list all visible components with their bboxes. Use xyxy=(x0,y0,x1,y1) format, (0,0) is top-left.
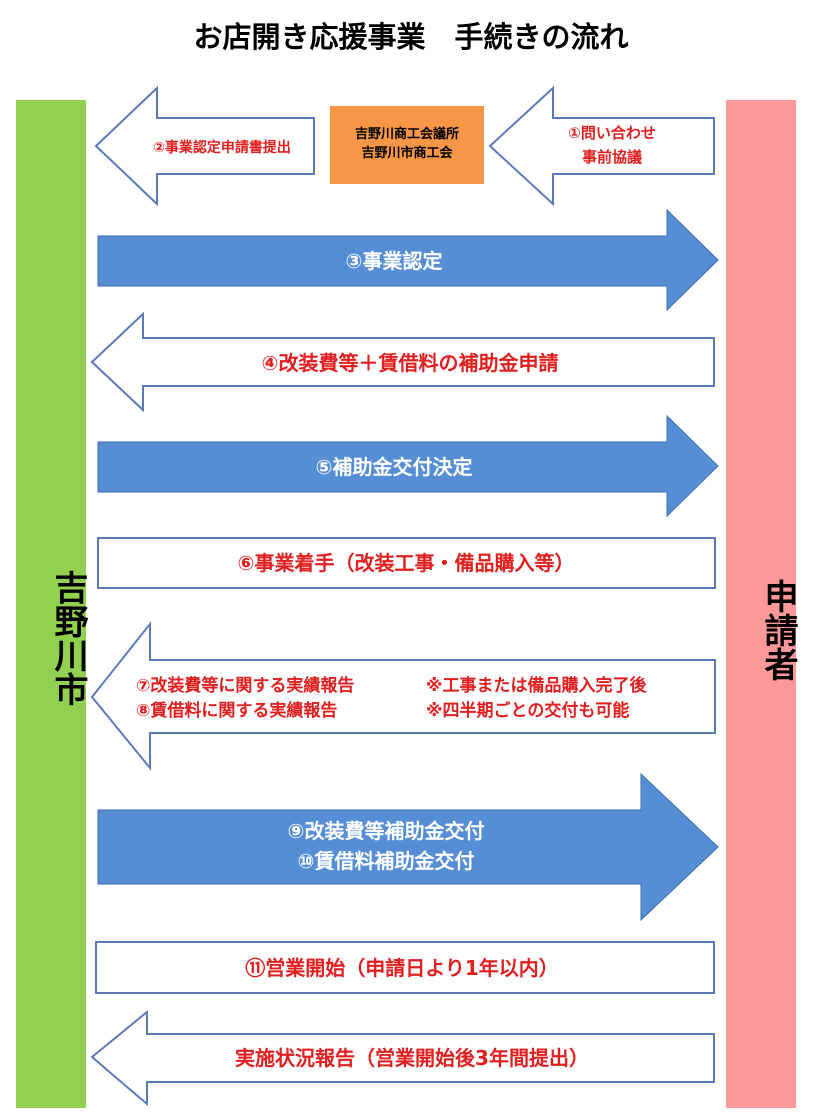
step6-label: ⑥事業着手（改装工事・備品購入等） xyxy=(238,551,575,575)
step3-label: ③事業認定 xyxy=(346,249,443,273)
step9-10-arrow xyxy=(97,772,719,922)
report-arrow xyxy=(90,1009,715,1107)
step8-label: ⑧賃借料に関する実績報告 xyxy=(136,700,337,721)
step5-arrow xyxy=(97,414,719,518)
step1-label-line1: ①問い合わせ xyxy=(568,124,656,142)
step1-label-line2: 事前協議 xyxy=(582,148,642,166)
step9-label: ⑨改装費等補助金交付 xyxy=(288,819,485,843)
note2-label: ※四半期ごとの交付も可能 xyxy=(426,700,629,721)
step5-label: ⑤補助金交付決定 xyxy=(316,455,473,479)
step4-label: ④改装費等＋賃借料の補助金申請 xyxy=(262,351,559,375)
city-bar: 吉野川市 xyxy=(16,100,88,1108)
step1-arrow xyxy=(488,85,715,207)
step6-box xyxy=(97,537,716,589)
chamber-of-commerce-box: 吉野川商工会議所 吉野川市商工会 xyxy=(330,106,484,184)
step2-label: ②事業認定申請書提出 xyxy=(153,139,291,156)
report-label: 実施状況報告（営業開始後3年間提出） xyxy=(235,1046,589,1070)
step3-arrow xyxy=(97,208,719,312)
applicant-bar: 申請者 xyxy=(726,100,798,1108)
step7-8-arrow xyxy=(90,621,716,771)
step10-label: ⑩賃借料補助金交付 xyxy=(298,849,475,873)
note1-label: ※工事または備品購入完了後 xyxy=(426,675,648,696)
city-label: 吉野川市 xyxy=(48,570,88,706)
step11-box xyxy=(95,941,715,994)
step2-arrow xyxy=(94,85,315,207)
step7-label: ⑦改装費等に関する実績報告 xyxy=(136,675,354,696)
step11-label: ⑪営業開始（申請日より1年以内） xyxy=(245,956,559,980)
step4-arrow xyxy=(90,311,715,413)
page-title: お店開き応援事業 手続きの流れ xyxy=(193,20,629,54)
chamber-line2: 吉野川市商工会 xyxy=(361,146,453,161)
applicant-label: 申請者 xyxy=(758,579,798,681)
chamber-line1: 吉野川商工会議所 xyxy=(354,127,459,143)
